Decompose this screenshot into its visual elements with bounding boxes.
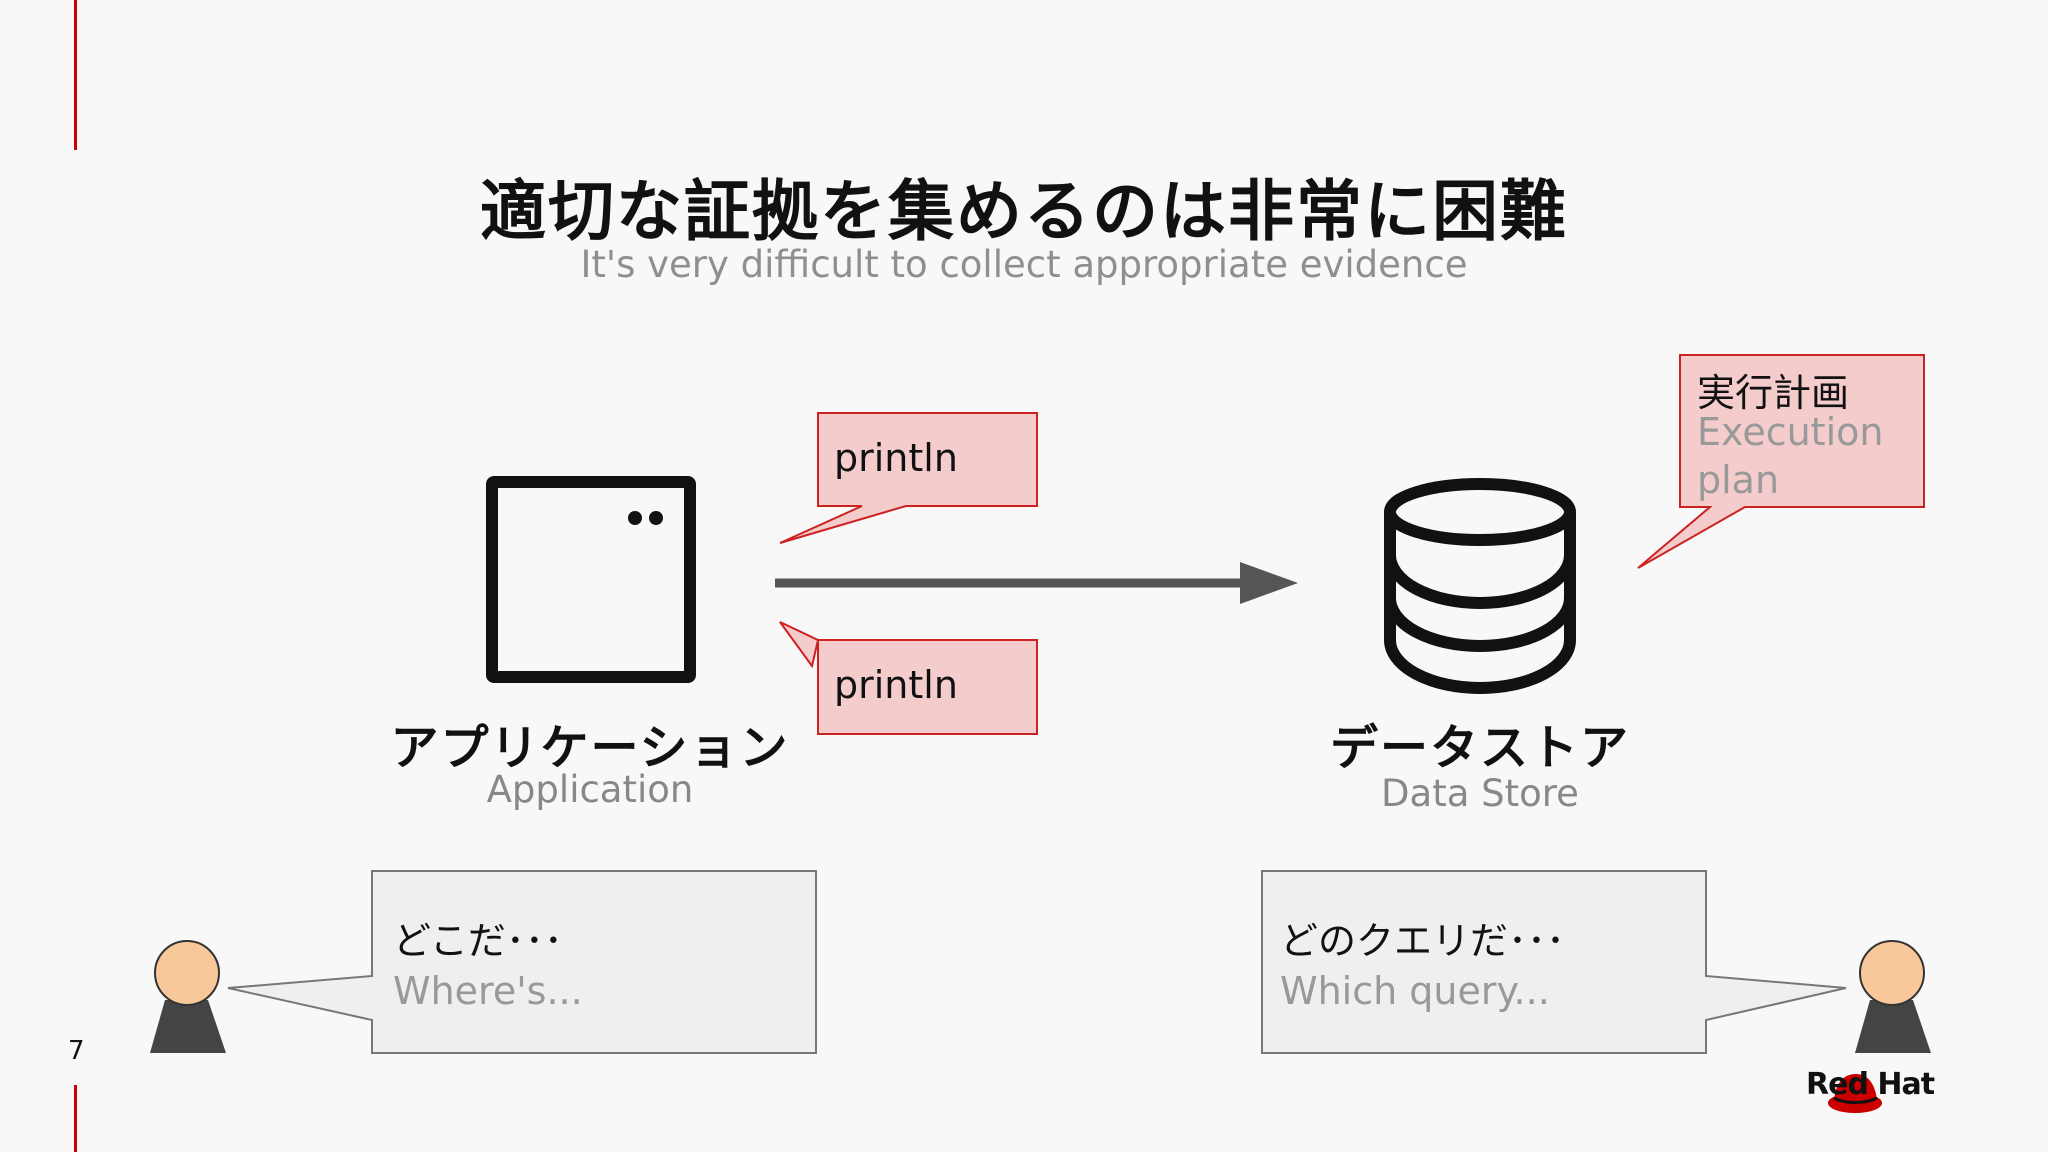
execution-plan-text-jp: 実行計画 bbox=[1697, 371, 1850, 415]
application-label-jp: アプリケーション bbox=[390, 720, 790, 776]
page-number: 7 bbox=[68, 1036, 85, 1066]
println-top-text: println bbox=[834, 436, 958, 480]
accent-line-top bbox=[74, 0, 77, 150]
redhat-logo-icon bbox=[1828, 1074, 1882, 1113]
right-speech-jp: どのクエリだ･･･ bbox=[1280, 919, 1566, 963]
database-icon bbox=[1384, 478, 1576, 694]
accent-line-bottom bbox=[74, 1085, 77, 1152]
brand-name: Red Hat bbox=[1806, 1067, 1935, 1102]
left-speech-bubble bbox=[227, 870, 817, 1054]
execution-plan-text-en-2: plan bbox=[1697, 458, 1780, 502]
execution-plan-callout bbox=[1637, 354, 1925, 569]
left-person-icon bbox=[150, 940, 226, 1053]
println-bottom-text: println bbox=[834, 663, 958, 707]
request-arrow bbox=[775, 562, 1298, 604]
execution-plan-text-en-1: Execution bbox=[1697, 410, 1884, 454]
right-speech-text: どのクエリだ･･･ Which query... bbox=[1280, 910, 1565, 1013]
datastore-label-en: Data Store bbox=[1381, 772, 1579, 815]
left-speech-text: どこだ･･･ Where's... bbox=[393, 910, 583, 1013]
page-title: 適切な証拠を集めるのは非常に困難 bbox=[480, 173, 1568, 250]
datastore-label-jp: データストア bbox=[1329, 720, 1630, 776]
right-person-icon bbox=[1855, 940, 1931, 1053]
right-speech-en: Which query... bbox=[1280, 969, 1550, 1013]
page-subtitle: It's very difficult to collect appropria… bbox=[580, 243, 1468, 286]
left-speech-en: Where's... bbox=[393, 969, 583, 1013]
application-window-icon bbox=[486, 476, 696, 683]
println-top-callout bbox=[779, 412, 1038, 544]
println-bottom-callout bbox=[779, 621, 1038, 735]
right-speech-bubble bbox=[1261, 870, 1847, 1054]
left-speech-jp: どこだ･･･ bbox=[393, 919, 563, 963]
application-label-en: Application bbox=[486, 768, 694, 811]
